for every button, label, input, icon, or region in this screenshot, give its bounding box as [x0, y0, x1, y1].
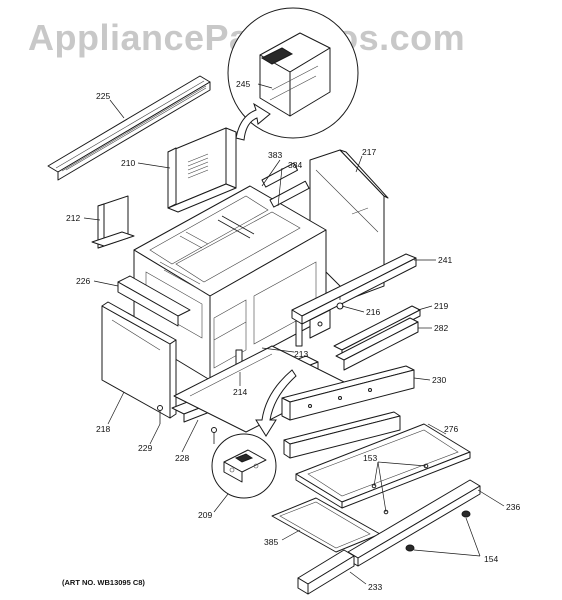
- detail-209-inset[interactable]: [211, 433, 277, 499]
- detail-arrow-top: [235, 102, 271, 141]
- vent-grid: [187, 153, 209, 179]
- callout-233: 233: [368, 582, 382, 592]
- part-241-top-rail[interactable]: [291, 253, 417, 339]
- callout-214: 214: [233, 387, 247, 397]
- part-233-bottom-trim[interactable]: [297, 549, 355, 595]
- detail-245-inset[interactable]: [227, 0, 359, 139]
- leader-lines: [83, 83, 505, 585]
- callout-210: 210: [121, 158, 135, 168]
- callout-218: 218: [96, 424, 110, 434]
- part-218-front-panel[interactable]: [101, 301, 177, 419]
- callout-245: 245: [236, 79, 250, 89]
- part-282-bar[interactable]: [335, 317, 419, 371]
- part-212-bracket[interactable]: [91, 195, 135, 249]
- callout-385: 385: [264, 537, 278, 547]
- callout-217: 217: [362, 147, 376, 157]
- callout-213: 213: [294, 349, 308, 359]
- callout-225: 225: [96, 91, 110, 101]
- callout-219: 219: [434, 301, 448, 311]
- callout-154: 154: [484, 554, 498, 564]
- callout-384: 384: [288, 160, 302, 170]
- callout-282: 282: [434, 323, 448, 333]
- art-number: (ART NO. WB13095 C8): [62, 578, 145, 587]
- callout-276: 276: [444, 424, 458, 434]
- callout-236: 236: [506, 502, 520, 512]
- part-226-front-trim[interactable]: [117, 275, 191, 327]
- part-217-side-panel[interactable]: [309, 149, 389, 299]
- part-225-trim-strip[interactable]: [47, 75, 211, 181]
- part-229-screw[interactable]: [157, 405, 163, 425]
- callout-labels: 225 245 210 383 384 217 212 241 226 216 …: [66, 79, 520, 592]
- callout-230: 230: [432, 375, 446, 385]
- callout-153: 153: [363, 453, 377, 463]
- part-210-vent-panel[interactable]: [167, 127, 237, 213]
- callout-216: 216: [366, 307, 380, 317]
- part-154-bumper[interactable]: [405, 510, 471, 552]
- callout-212: 212: [66, 213, 80, 223]
- part-276-trim[interactable]: [283, 411, 401, 459]
- callout-229: 229: [138, 443, 152, 453]
- callout-241: 241: [438, 255, 452, 265]
- detail-arrow-bottom: [255, 369, 297, 437]
- part-230-toe-kick[interactable]: [281, 365, 415, 421]
- callout-383: 383: [268, 150, 282, 160]
- callout-226: 226: [76, 276, 90, 286]
- callout-209: 209: [198, 510, 212, 520]
- part-216-screw[interactable]: [336, 296, 344, 310]
- callout-228: 228: [175, 453, 189, 463]
